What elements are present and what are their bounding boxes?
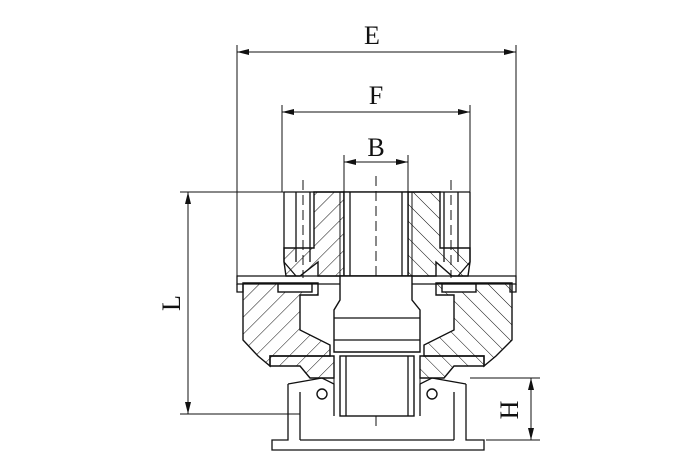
dimension-l: L [157,191,344,415]
dimension-f: F [281,81,471,192]
dimension-b: B [343,133,409,192]
top-nut [283,180,471,278]
dimension-h: H [470,377,540,441]
dimension-h-label: H [495,400,524,419]
lower-fitting [269,355,485,451]
dimension-l-label: L [157,295,186,311]
inner-tube [339,176,413,430]
flange-body [236,275,517,368]
dimension-e-label: E [364,21,380,50]
dimension-b-label: B [367,133,384,162]
dimension-e: E [236,21,517,280]
dimension-f-label: F [369,81,383,110]
